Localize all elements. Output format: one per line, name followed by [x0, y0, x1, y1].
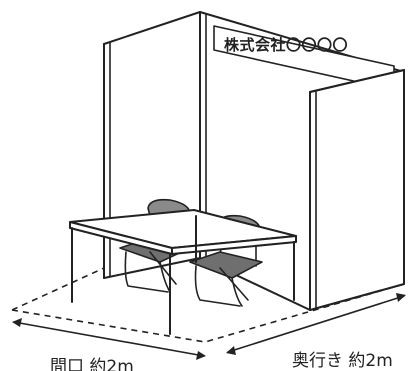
table — [69, 209, 297, 335]
depth-dimension-arrow — [226, 293, 406, 355]
depth-label: 奥行き 約2m — [292, 351, 393, 371]
width-label: 間口 約2m — [50, 357, 134, 371]
width-dimension-arrow — [12, 318, 206, 360]
company-name-sign: 株式会社〇〇〇〇 — [224, 36, 349, 54]
right-wall — [309, 69, 405, 311]
